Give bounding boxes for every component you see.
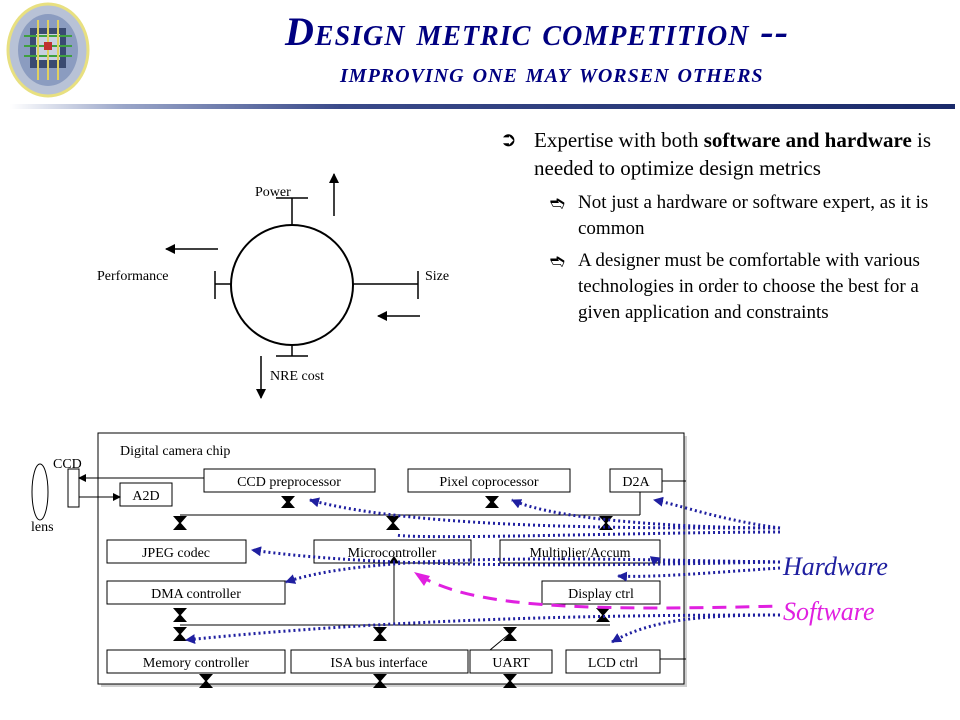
pixel-box — [407, 468, 571, 493]
label-chip: Digital camera chip — [120, 444, 230, 459]
label-software: Software — [783, 597, 874, 626]
label-ccd-pre: CCD preprocessor — [237, 475, 341, 490]
label-a2d: A2D — [132, 489, 159, 504]
mult-box — [499, 539, 661, 564]
bus-arrow — [173, 627, 187, 641]
bus-arrow — [503, 627, 517, 641]
uart-box — [469, 649, 553, 674]
label-ccd: CCD — [53, 457, 82, 472]
bus-arrow — [503, 674, 517, 688]
sub-bullet-1-text: Not just a hardware or software expert, … — [578, 192, 929, 239]
sub-arrow-bullet-icon: ➬ — [550, 193, 566, 213]
bus-arrow — [596, 608, 610, 622]
sub-arrow-bullet-icon: ➬ — [550, 251, 566, 271]
bullet-main-bold: software and hardware — [703, 128, 912, 152]
display-box — [541, 580, 661, 605]
isa-box — [290, 649, 469, 674]
metric-circle — [230, 224, 354, 346]
label-lcd: LCD ctrl — [588, 656, 638, 671]
label-dma: DMA controller — [151, 587, 241, 602]
label-hardware: Hardware — [782, 552, 888, 581]
sub-bullet-2: ➬ A designer must be comfortable with va… — [498, 248, 946, 326]
bus-arrow — [373, 674, 387, 688]
logo-image — [6, 2, 90, 98]
ccd-box — [67, 468, 80, 508]
title-line-1: Design metric competition -- — [285, 9, 790, 54]
dma-box — [106, 580, 286, 605]
label-uart: UART — [492, 656, 530, 671]
hardware-arrows — [185, 496, 781, 645]
label-pixel: Pixel coprocessor — [439, 475, 538, 490]
bus-arrow — [173, 608, 187, 622]
label-lens: lens — [31, 520, 54, 535]
label-memory: Memory controller — [143, 656, 249, 671]
bus-arrow — [386, 516, 400, 530]
memory-box — [106, 649, 286, 674]
label-display: Display ctrl — [568, 587, 634, 602]
metric-diagram: Power Performance Size NRE cost — [97, 173, 449, 399]
bus-arrow — [373, 627, 387, 641]
title-rule — [10, 104, 955, 109]
jpeg-box — [106, 539, 247, 564]
bus-arrow — [485, 496, 499, 508]
label-jpeg: JPEG codec — [142, 546, 210, 561]
bullet-main: ➲ Expertise with both software and hardw… — [498, 126, 946, 182]
label-power: Power — [255, 185, 291, 200]
sub-bullet-2-text: A designer must be comfortable with vari… — [578, 250, 920, 323]
arrow-bullet-icon: ➲ — [500, 129, 517, 151]
label-isa: ISA bus interface — [330, 656, 427, 671]
software-curve — [417, 573, 781, 610]
bus-arrow — [281, 496, 295, 508]
lens-shape — [31, 463, 49, 521]
camera-diagram: Digital camera chip CCD lens A2D CCD pre… — [31, 432, 888, 688]
label-nre: NRE cost — [270, 369, 324, 384]
ccd-pre-box — [203, 468, 376, 493]
bullet-list: ➲ Expertise with both software and hardw… — [498, 126, 946, 332]
bullet-main-prefix: Expertise with both — [534, 128, 704, 152]
lcd-box — [565, 649, 661, 674]
label-performance: Performance — [97, 269, 169, 284]
label-mult: Multiplier/Accum — [529, 546, 630, 561]
label-size: Size — [425, 269, 449, 284]
title-line-2: improving one may worsen others — [340, 58, 764, 89]
bullet-main-suffix: is needed to optimize design metrics — [534, 128, 932, 180]
label-d2a: D2A — [622, 475, 650, 490]
label-micro: Microcontroller — [348, 546, 437, 561]
bus-arrow — [173, 516, 187, 530]
bus-arrow — [199, 674, 213, 688]
sub-bullet-1: ➬ Not just a hardware or software expert… — [498, 190, 946, 242]
